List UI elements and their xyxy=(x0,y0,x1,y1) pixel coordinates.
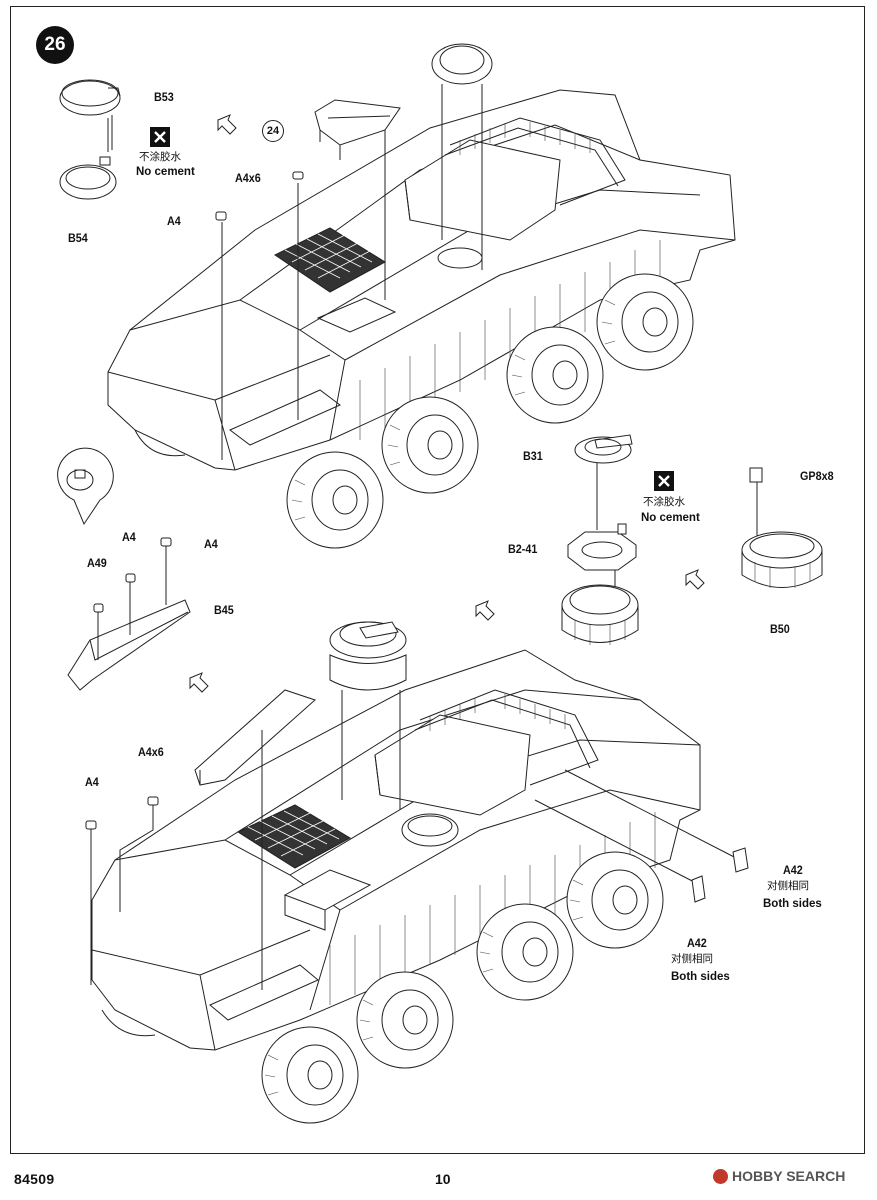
ref-step-24-circle: 24 xyxy=(262,120,284,142)
lower-panel-part xyxy=(194,689,316,990)
kit-number: 84509 xyxy=(14,1171,55,1187)
part-label-a42-bottom: A42 xyxy=(687,936,707,950)
part-label-a4-lower: A4 xyxy=(85,775,99,789)
ref-24-part xyxy=(314,99,401,300)
b31-part xyxy=(574,434,633,464)
page-number: 10 xyxy=(435,1171,451,1187)
part-label-b45: B45 xyxy=(214,603,234,617)
small-pegs xyxy=(215,171,304,221)
b50-part xyxy=(741,467,823,588)
no-cement-en-left: No cement xyxy=(136,166,195,178)
lower-vehicle-drawing xyxy=(91,649,701,1124)
part-label-b53: B53 xyxy=(154,90,174,104)
both-sides-cn-bottom: 对侧相同 xyxy=(671,953,713,965)
b2-41-part xyxy=(567,523,637,571)
watermark-text: HOBBY SEARCH xyxy=(732,1168,846,1184)
part-label-b54: B54 xyxy=(68,231,88,245)
part-label-a4-detail-right: A4 xyxy=(204,537,218,551)
step-number-badge: 26 xyxy=(36,26,74,64)
part-label-a49: A49 xyxy=(87,556,107,570)
upper-vehicle-drawing xyxy=(107,89,736,549)
both-sides-en-top: Both sides xyxy=(763,898,822,910)
b45-part xyxy=(67,537,191,691)
lower-wheels xyxy=(101,851,664,1124)
part-label-a4x6-lower: A4x6 xyxy=(138,745,164,759)
no-cement-cn-left: 不涂胶水 xyxy=(139,151,181,163)
a42-parts xyxy=(534,769,749,903)
part-label-a4x6-upper: A4x6 xyxy=(235,171,261,185)
both-sides-en-bottom: Both sides xyxy=(671,971,730,983)
direction-arrows xyxy=(189,114,705,693)
top-turret-part xyxy=(431,43,493,270)
both-sides-cn-top: 对侧相同 xyxy=(767,880,809,892)
lower-pegs xyxy=(85,796,159,985)
page-frame xyxy=(10,6,865,1154)
watermark-logo-icon xyxy=(713,1168,728,1184)
part-label-a4-upper: A4 xyxy=(167,214,181,228)
lower-turret-part xyxy=(329,621,407,810)
part-label-b50: B50 xyxy=(770,622,790,636)
part-label-b31: B31 xyxy=(523,449,543,463)
source-watermark: HOBBY SEARCH xyxy=(713,1168,845,1184)
no-cement-icon-left xyxy=(150,127,170,147)
part-label-a4-detail-left: A4 xyxy=(122,530,136,544)
no-cement-en-right: No cement xyxy=(641,512,700,524)
b53-b54-parts xyxy=(59,79,121,200)
detail-view-icon xyxy=(57,447,114,526)
turret-ring-center xyxy=(561,584,639,645)
no-cement-icon-right xyxy=(654,471,674,491)
part-label-b2-41: B2-41 xyxy=(508,542,538,556)
no-cement-cn-right: 不涂胶水 xyxy=(643,496,685,508)
upper-wheels xyxy=(134,273,694,549)
part-label-a42-top: A42 xyxy=(783,863,803,877)
part-label-gp8x8: GP8x8 xyxy=(800,469,834,483)
